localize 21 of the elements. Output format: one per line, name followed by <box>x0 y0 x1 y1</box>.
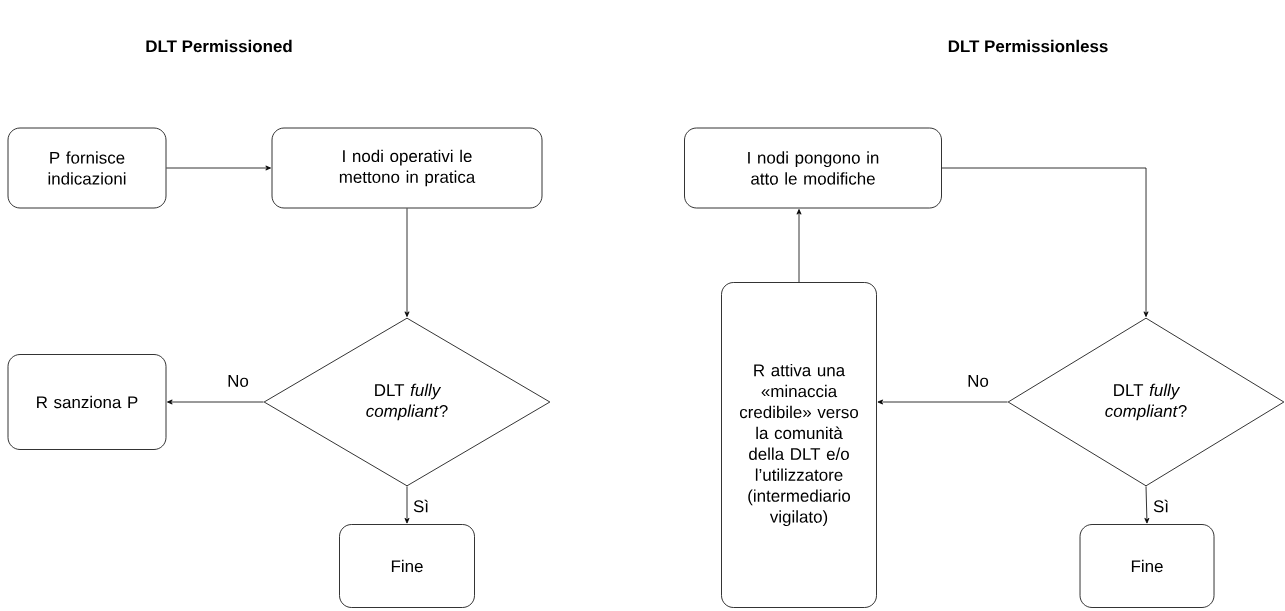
process-box: Fine <box>339 524 475 608</box>
edge-label: Sì <box>1152 498 1170 514</box>
arrow <box>796 209 802 283</box>
arrow <box>1144 486 1150 524</box>
process-box: P fornisce indicazioni <box>7 127 167 209</box>
process-box: Fine <box>1079 524 1215 608</box>
arrow <box>404 208 410 317</box>
process-box: R sanziona P <box>7 354 167 450</box>
arrow <box>166 165 271 171</box>
arrow <box>941 167 1149 317</box>
arrow <box>167 399 264 405</box>
panel-title: DLT Permissioned <box>146 39 292 53</box>
edge-label: Sì <box>412 498 430 514</box>
process-box: I nodi pongono in atto le modifiche <box>684 127 942 209</box>
arrow <box>877 399 1008 405</box>
edge-label: No <box>226 374 250 388</box>
arrow <box>404 486 410 524</box>
process-box: I nodi operativi le mettono in pratica <box>271 127 543 209</box>
edge-label: No <box>966 374 990 388</box>
process-box: R attiva una «minaccia credibile» verso la comunità della DLT e/o l’utilizzatore (intermediario vigilato) <box>721 282 877 608</box>
panel-title: DLT Permissionless <box>948 39 1108 53</box>
